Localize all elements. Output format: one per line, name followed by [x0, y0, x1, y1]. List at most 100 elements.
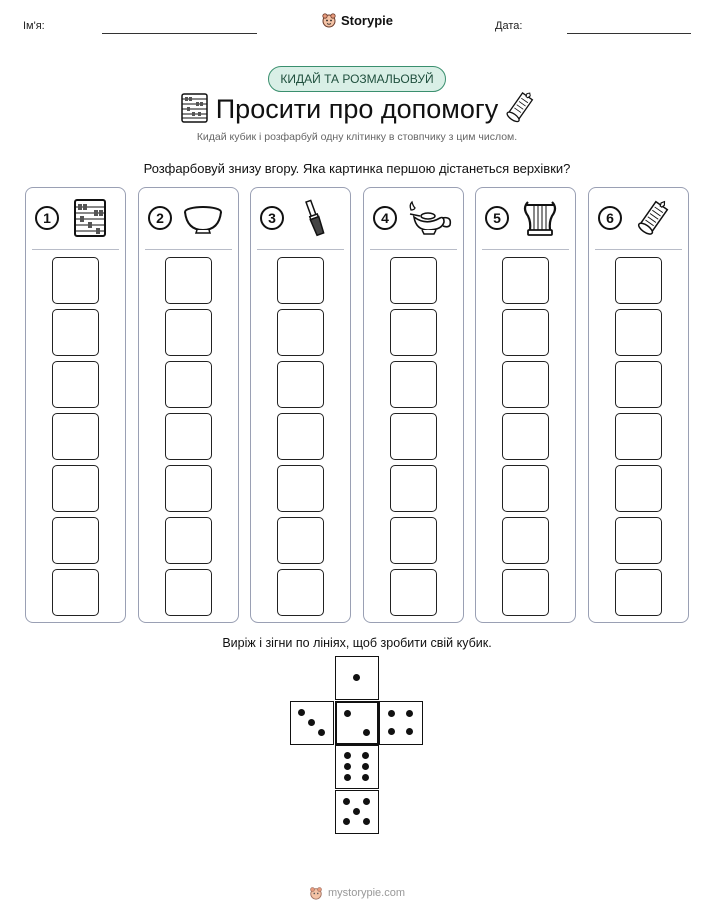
pip: [406, 710, 413, 717]
column-divider: [482, 249, 569, 250]
color-box[interactable]: [52, 465, 99, 512]
color-box[interactable]: [502, 465, 549, 512]
pip: [343, 798, 350, 805]
storypie-logo-icon: [310, 887, 322, 900]
color-box[interactable]: [165, 361, 212, 408]
color-box[interactable]: [390, 309, 437, 356]
color-box[interactable]: [52, 361, 99, 408]
color-box[interactable]: [165, 309, 212, 356]
color-box[interactable]: [52, 257, 99, 304]
die-face-2: [335, 701, 379, 745]
abacus-icon: [74, 199, 106, 237]
color-box[interactable]: [615, 413, 662, 460]
color-box[interactable]: [502, 309, 549, 356]
color-box[interactable]: [165, 413, 212, 460]
activity-tag: КИДАЙ ТА РОЗМАЛЬОВУЙ: [268, 66, 446, 92]
color-box[interactable]: [52, 517, 99, 564]
pip: [298, 709, 305, 716]
subtitle: Кидай кубик і розфарбуй одну клітинку в …: [196, 131, 518, 143]
name-line[interactable]: [102, 33, 257, 34]
storypie-logo-icon: [322, 13, 336, 28]
color-box[interactable]: [390, 569, 437, 616]
color-box[interactable]: [502, 257, 549, 304]
die-face-6: [335, 745, 379, 789]
column-number: 6: [598, 206, 622, 230]
column-divider: [370, 249, 457, 250]
color-box[interactable]: [52, 569, 99, 616]
pip: [363, 729, 370, 736]
die-face-5: [335, 790, 379, 834]
column-number: 3: [260, 206, 284, 230]
color-box[interactable]: [615, 569, 662, 616]
color-box[interactable]: [277, 465, 324, 512]
color-box[interactable]: [390, 413, 437, 460]
column-number: 5: [485, 206, 509, 230]
color-box[interactable]: [277, 517, 324, 564]
color-box[interactable]: [277, 257, 324, 304]
oil-lamp-icon: [409, 200, 452, 235]
pip: [406, 728, 413, 735]
pip: [343, 818, 350, 825]
bowl-icon: [184, 206, 222, 234]
page-title: Просити про допомогу: [215, 94, 499, 124]
color-box[interactable]: [52, 309, 99, 356]
color-box[interactable]: [165, 465, 212, 512]
column-1: 1: [25, 187, 126, 623]
column-number: 1: [35, 206, 59, 230]
color-box[interactable]: [277, 413, 324, 460]
color-box[interactable]: [390, 257, 437, 304]
color-box[interactable]: [277, 361, 324, 408]
abacus-icon: [181, 93, 208, 123]
column-divider: [595, 249, 682, 250]
footer-url[interactable]: mystorypie.com: [327, 887, 406, 899]
color-box[interactable]: [277, 569, 324, 616]
pip: [344, 752, 351, 759]
column-divider: [257, 249, 344, 250]
color-box[interactable]: [165, 517, 212, 564]
name-label: Ім'я:: [23, 20, 45, 32]
die-face-3: [290, 701, 334, 745]
color-box[interactable]: [615, 257, 662, 304]
color-box[interactable]: [277, 309, 324, 356]
color-box[interactable]: [502, 361, 549, 408]
pip: [308, 719, 315, 726]
die-face-1: [335, 656, 379, 700]
pip: [388, 710, 395, 717]
pip: [362, 763, 369, 770]
column-number: 2: [148, 206, 172, 230]
column-4: 4: [363, 187, 464, 623]
date-label: Дата:: [495, 20, 523, 32]
pip: [344, 774, 351, 781]
instruction: Розфарбовуй знизу вгору. Яка картинка пе…: [143, 161, 571, 176]
lyre-icon: [523, 201, 557, 236]
dice-net: [290, 656, 424, 836]
color-box[interactable]: [615, 517, 662, 564]
column-divider: [145, 249, 232, 250]
color-box[interactable]: [502, 569, 549, 616]
color-box[interactable]: [390, 465, 437, 512]
footer: mystorypie.com: [0, 886, 714, 900]
pip: [362, 774, 369, 781]
die-face-4: [379, 701, 423, 745]
color-box[interactable]: [390, 361, 437, 408]
color-box[interactable]: [502, 413, 549, 460]
scroll-icon: [506, 92, 534, 123]
column-3: 3: [250, 187, 351, 623]
color-box[interactable]: [615, 361, 662, 408]
date-line[interactable]: [567, 33, 691, 34]
column-6: 6: [588, 187, 689, 623]
pip: [388, 728, 395, 735]
color-box[interactable]: [52, 413, 99, 460]
scroll-icon: [637, 200, 669, 235]
cut-instruction: Виріж і зігни по лініях, щоб зробити сві…: [222, 636, 492, 650]
pip: [344, 710, 351, 717]
color-box[interactable]: [165, 257, 212, 304]
pip: [318, 729, 325, 736]
color-box[interactable]: [390, 517, 437, 564]
column-number: 4: [373, 206, 397, 230]
color-box[interactable]: [615, 465, 662, 512]
color-box[interactable]: [165, 569, 212, 616]
color-box[interactable]: [615, 309, 662, 356]
brand-name: Storypie: [340, 12, 393, 28]
color-box[interactable]: [502, 517, 549, 564]
